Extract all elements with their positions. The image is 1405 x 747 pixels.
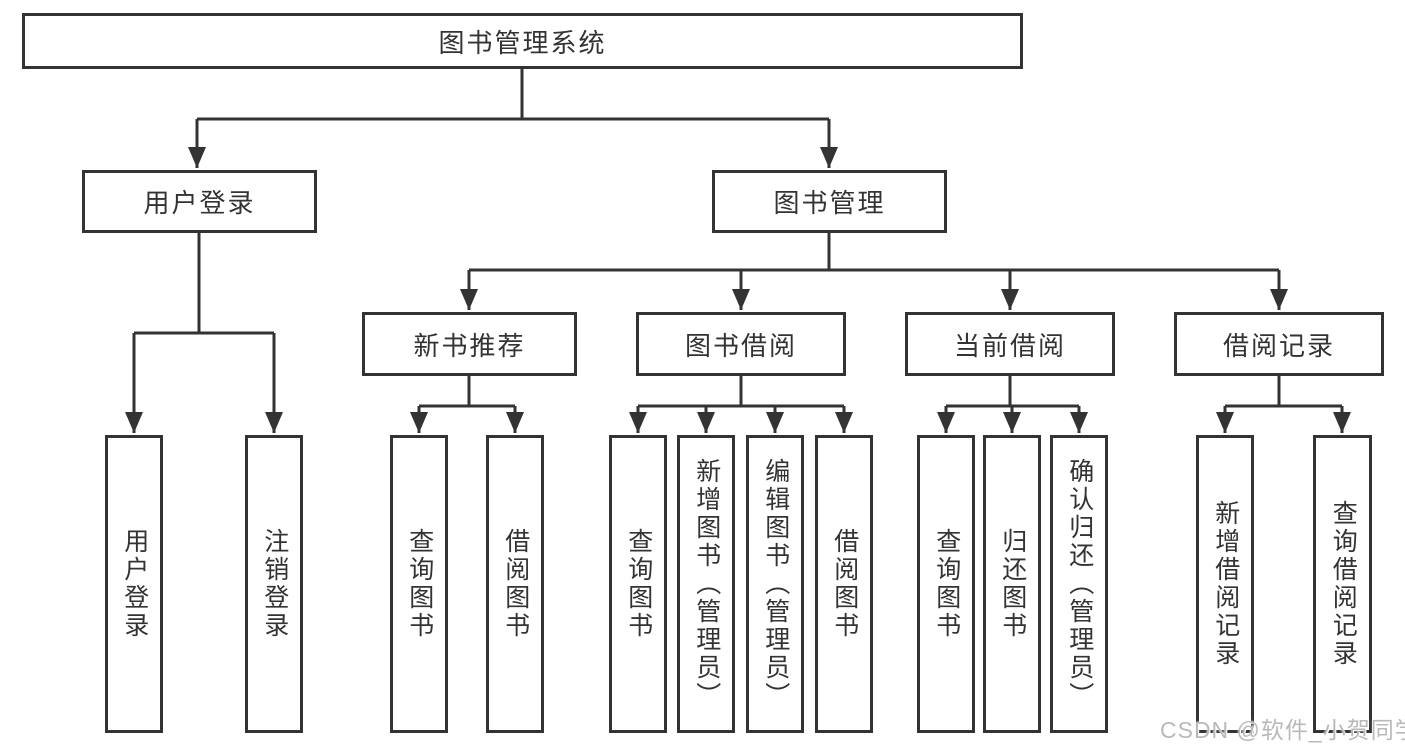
leaf-label: 查询图书: [405, 528, 434, 640]
node-library-system: 图书管理系统: [22, 13, 1023, 69]
node-current-borrow: 当前借阅: [905, 312, 1115, 376]
csdn-watermark: CSDN @软件_小贺同学: [1160, 717, 1405, 743]
leaf-query-books-recommend: 查询图书: [390, 435, 448, 733]
leaf-borrow-books-recommend: 借阅图书: [486, 435, 544, 733]
leaf-logout: 注销登录: [245, 435, 303, 733]
leaf-label: 查询图书: [932, 528, 961, 640]
leaf-query-books-borrow: 查询图书: [609, 435, 667, 733]
node-new-book-recommend: 新书推荐: [362, 312, 577, 376]
leaf-user-login: 用户登录: [105, 435, 163, 733]
leaf-query-borrow-record: 查询借阅记录: [1313, 435, 1372, 733]
leaf-label: 查询图书: [624, 528, 653, 640]
node-book-borrow: 图书借阅: [636, 312, 846, 376]
leaf-return-books: 归还图书: [983, 435, 1041, 733]
leaf-add-borrow-record: 新增借阅记录: [1196, 435, 1254, 733]
leaf-label: 编辑图书（管理员）: [761, 458, 790, 710]
leaf-label: 注销登录: [260, 528, 289, 640]
leaf-borrow-books-borrow: 借阅图书: [815, 435, 873, 733]
leaf-label: 归还图书: [998, 528, 1027, 640]
node-borrow-records: 借阅记录: [1174, 312, 1384, 376]
leaf-label: 新增图书（管理员）: [692, 458, 721, 710]
leaf-label: 查询借阅记录: [1329, 500, 1358, 668]
leaf-confirm-return-admin: 确认归还（管理员）: [1050, 435, 1108, 733]
leaf-edit-book-admin: 编辑图书（管理员）: [746, 435, 804, 733]
leaf-query-books-current: 查询图书: [917, 435, 975, 733]
node-user-login: 用户登录: [82, 170, 317, 233]
node-book-management: 图书管理: [712, 170, 947, 233]
leaf-label: 新增借阅记录: [1211, 500, 1240, 668]
leaf-label: 借阅图书: [830, 528, 859, 640]
leaf-label: 借阅图书: [501, 528, 530, 640]
leaf-add-book-admin: 新增图书（管理员）: [677, 435, 735, 733]
leaf-label: 确认归还（管理员）: [1065, 458, 1094, 710]
leaf-label: 用户登录: [120, 528, 149, 640]
